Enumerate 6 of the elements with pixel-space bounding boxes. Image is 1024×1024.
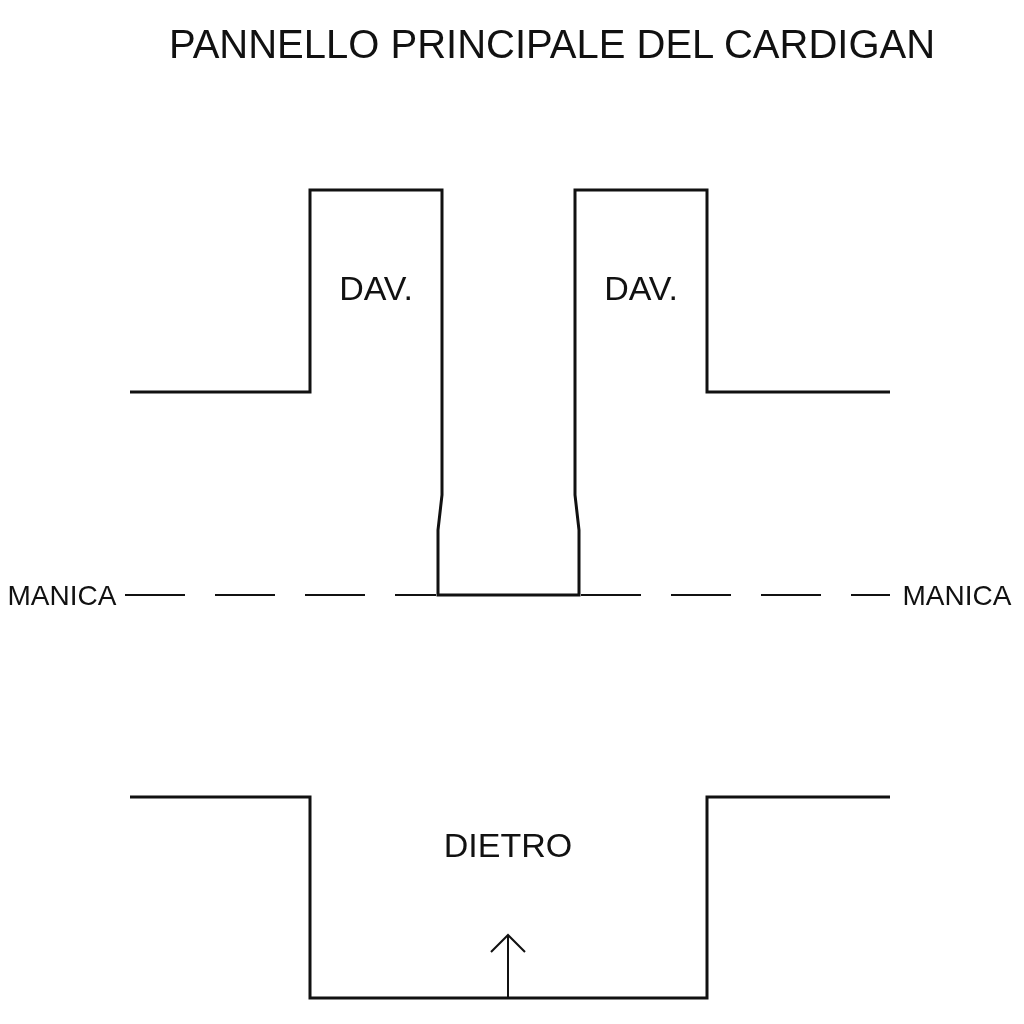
- sleeve-label: MANICA: [902, 580, 1012, 612]
- panel-label: DAV.: [604, 268, 678, 308]
- sleeve-label: MANICA: [7, 580, 117, 612]
- panel-label: DIETRO: [443, 825, 573, 865]
- panel-label: DAV.: [339, 268, 413, 308]
- diagram-title: PANNELLO PRINCIPALE DEL CARDIGAN: [168, 21, 936, 67]
